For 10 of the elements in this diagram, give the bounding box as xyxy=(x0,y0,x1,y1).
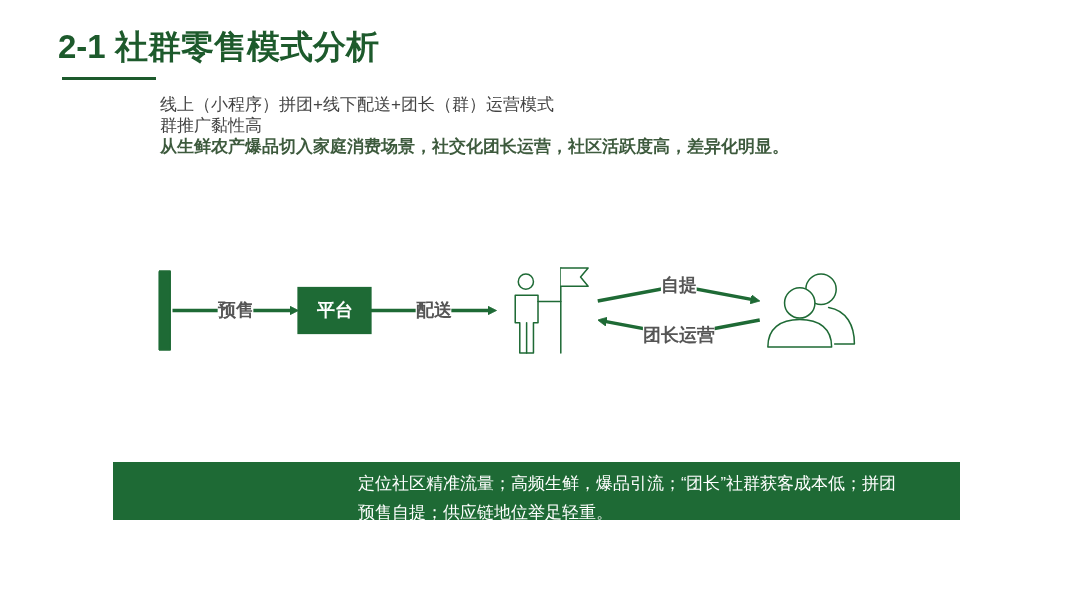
note-text: 线上（小程序）拼团+线下配送+团长（群）运营模式 xyxy=(160,94,554,115)
banner-text: 定位社区精准流量；高频生鲜，爆品引流；“团长”社群获客成本低；拼团预售自提；供应链地位举足轻重。 xyxy=(358,473,897,523)
note-text: 群推广黏性高 xyxy=(160,115,262,136)
edge-label: 自提 xyxy=(660,275,697,295)
edge-label: 预售 xyxy=(217,300,254,320)
edge-label: 配送 xyxy=(415,300,452,320)
highlight-text: 从生鲜农产爆品切入家庭消费场景，社交化团长运营，社区活跃度高，差异化明显。 xyxy=(160,136,789,157)
edge-label: 团长运营 xyxy=(642,325,715,345)
slide-title: 2-1 社群零售模式分析 xyxy=(58,27,379,67)
node-box: 平台 xyxy=(297,286,372,335)
